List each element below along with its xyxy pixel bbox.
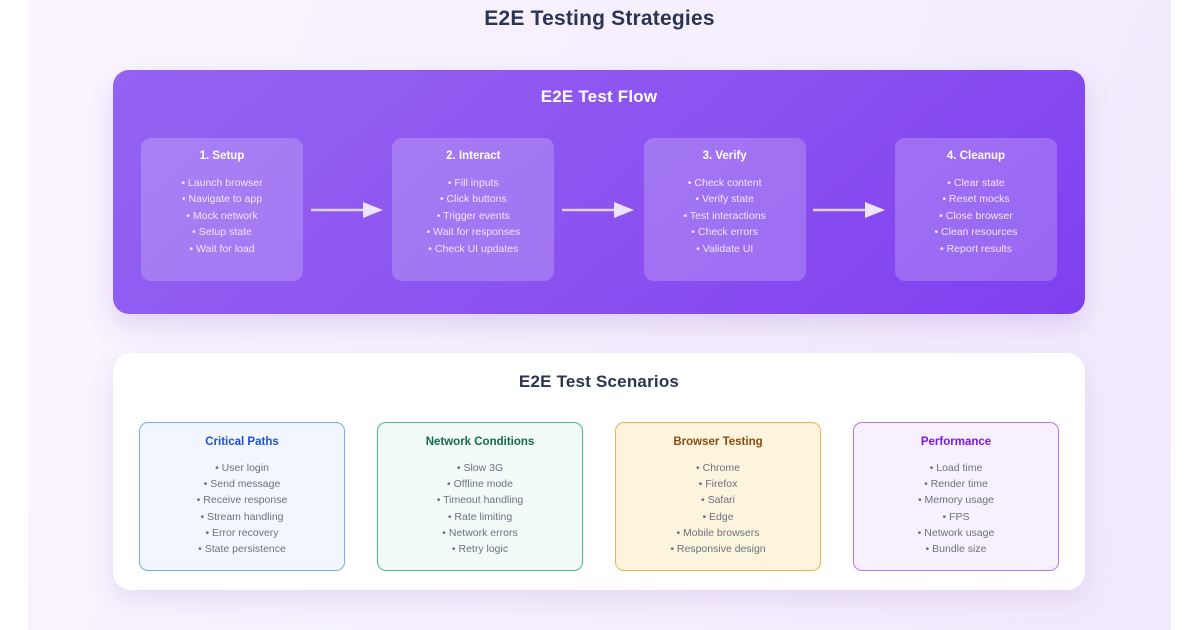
- flow-step-item: • Test interactions: [683, 209, 766, 222]
- flow-step-title: 2. Interact: [446, 150, 501, 162]
- flow-step-item: • Launch browser: [181, 177, 263, 189]
- flow-step-item: • Clean resources: [934, 226, 1018, 239]
- flow-arrow-3: [806, 138, 895, 281]
- scenario-card-item: • Retry logic: [451, 543, 509, 556]
- scenario-card-item: • Mobile browsers: [676, 526, 760, 539]
- flow-arrow-1: [303, 138, 392, 281]
- scenario-card-item: • Network usage: [917, 526, 995, 539]
- flow-step-setup[interactable]: 1. Setup • Launch browser • Navigate to …: [141, 138, 303, 281]
- scenario-card-critical-paths[interactable]: Critical Paths • User login • Send messa…: [139, 422, 345, 571]
- flow-step-item: • Setup state: [192, 226, 252, 239]
- arrow-right-icon: [813, 201, 886, 218]
- arrow-right-icon: [310, 201, 383, 218]
- scenario-card-item: • Error recovery: [205, 526, 279, 539]
- flow-step-item: • Verify state: [695, 193, 754, 206]
- scenario-card-item: • Chrome: [696, 462, 740, 474]
- scenario-card-title: Network Conditions: [425, 436, 535, 448]
- arrow-right-icon: [561, 201, 634, 218]
- scenario-card-item: • Bundle size: [925, 543, 987, 556]
- flow-step-item: • Fill inputs: [447, 177, 499, 189]
- e2e-test-flow-panel: E2E Test Flow 1. Setup • Launch browser …: [113, 70, 1085, 314]
- flow-step-interact[interactable]: 2. Interact • Fill inputs • Click button…: [392, 138, 555, 281]
- flow-step-item: • Check errors: [691, 226, 758, 239]
- scenario-card-title: Critical Paths: [205, 436, 279, 448]
- scenario-card-browser-testing[interactable]: Browser Testing • Chrome • Firefox • Saf…: [615, 422, 821, 571]
- scenario-card-item: • User login: [215, 462, 269, 474]
- scenario-card-item: • Firefox: [698, 478, 738, 491]
- scenario-cards-row: Critical Paths • User login • Send messa…: [139, 422, 1059, 571]
- scenario-card-item: • Slow 3G: [456, 462, 504, 474]
- scenario-card-item: • Stream handling: [200, 510, 284, 523]
- flow-step-verify[interactable]: 3. Verify • Check content • Verify state…: [643, 138, 806, 281]
- scenario-card-item: • Rate limiting: [447, 510, 513, 523]
- flow-steps-row: 1. Setup • Launch browser • Navigate to …: [141, 138, 1057, 281]
- flow-step-item: • Navigate to app: [181, 193, 263, 206]
- flow-arrow-2: [554, 138, 643, 281]
- flow-step-item: • Click buttons: [439, 193, 507, 206]
- scenario-card-item: • Receive response: [196, 494, 288, 507]
- flow-step-item: • Validate UI: [696, 242, 754, 255]
- scenario-card-title: Browser Testing: [673, 436, 763, 448]
- scenario-card-network-conditions[interactable]: Network Conditions • Slow 3G • Offline m…: [377, 422, 583, 571]
- flow-step-title: 3. Verify: [702, 150, 747, 162]
- scenario-card-title: Performance: [920, 436, 992, 448]
- scenario-card-item: • Network errors: [442, 526, 518, 539]
- scenario-card-item: • Load time: [929, 462, 983, 474]
- scenario-card-item: • Timeout handling: [436, 494, 524, 507]
- scenario-card-item: • Memory usage: [917, 494, 995, 507]
- flow-step-item: • Mock network: [186, 209, 258, 222]
- page-title: E2E Testing Strategies: [484, 7, 715, 30]
- flow-step-title: 1. Setup: [199, 150, 245, 162]
- e2e-test-scenarios-panel: E2E Test Scenarios Critical Paths • User…: [113, 353, 1085, 590]
- flow-step-item: • Check UI updates: [428, 242, 519, 255]
- scenario-card-item: • State persistence: [198, 543, 286, 556]
- scenario-card-item: • Send message: [203, 478, 281, 491]
- scenarios-panel-title: E2E Test Scenarios: [518, 372, 680, 391]
- flow-panel-title: E2E Test Flow: [540, 87, 658, 106]
- scenario-card-item: • Responsive design: [670, 543, 766, 556]
- flow-step-item: • Close browser: [939, 209, 1013, 222]
- scenario-card-item: • Render time: [924, 478, 988, 491]
- flow-step-title: 4. Cleanup: [946, 150, 1006, 162]
- scenario-card-performance[interactable]: Performance • Load time • Render time • …: [853, 422, 1059, 571]
- flow-step-item: • Check content: [687, 177, 762, 189]
- scenario-card-item: • Safari: [700, 494, 736, 507]
- page-canvas: E2E Testing Strategies E2E Test Flow 1. …: [28, 0, 1171, 630]
- scenario-card-item: • Offline mode: [447, 478, 513, 491]
- flow-step-item: • Reset mocks: [942, 193, 1010, 206]
- scenario-card-item: • FPS: [942, 510, 970, 523]
- flow-step-item: • Trigger events: [436, 209, 510, 222]
- flow-step-item: • Wait for responses: [426, 226, 521, 239]
- flow-step-cleanup[interactable]: 4. Cleanup • Clear state • Reset mocks •…: [894, 138, 1057, 281]
- flow-step-item: • Report results: [940, 242, 1012, 255]
- scenario-card-item: • Edge: [702, 510, 734, 523]
- flow-step-item: • Wait for load: [189, 242, 255, 255]
- flow-step-item: • Clear state: [947, 177, 1005, 189]
